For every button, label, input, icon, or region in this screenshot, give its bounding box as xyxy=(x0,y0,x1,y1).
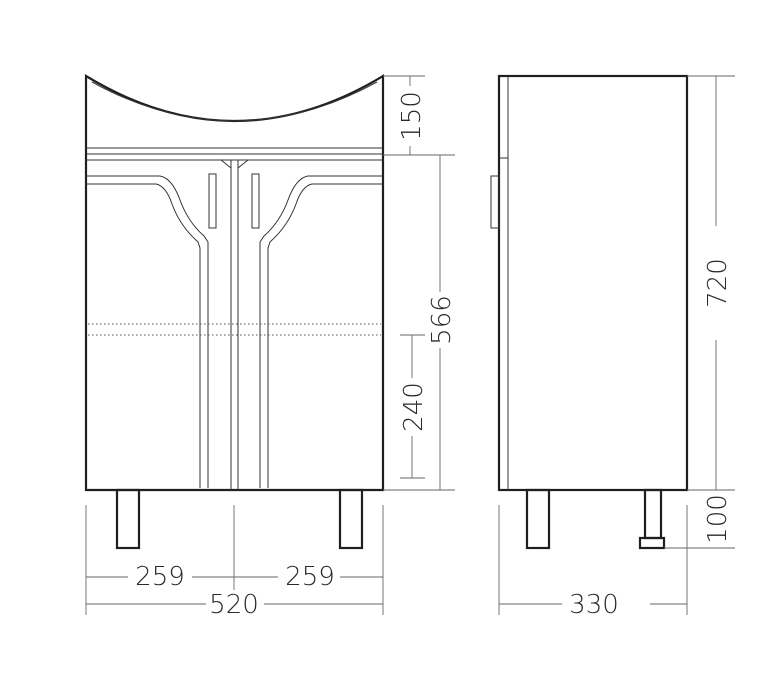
left-door-handle xyxy=(208,173,217,229)
total-width-label: 520 xyxy=(209,590,259,620)
left-door-profile xyxy=(86,175,209,488)
leg-height-label: 100 xyxy=(703,494,733,544)
sink-basin-curve xyxy=(91,81,378,122)
side-back-leg xyxy=(643,488,663,540)
front-view: 259 259 520 150 566 240 xyxy=(84,74,457,620)
right-half-width-label: 259 xyxy=(285,562,335,592)
sink-height-label: 150 xyxy=(397,91,427,141)
side-back-leg-foot xyxy=(638,536,666,550)
depth-label: 330 xyxy=(569,590,619,620)
side-view: 330 720 100 xyxy=(490,74,735,620)
right-leg xyxy=(338,488,364,550)
right-door-handle xyxy=(251,173,260,229)
shelf-height-label: 240 xyxy=(399,382,429,432)
side-body-outline xyxy=(497,74,689,492)
left-leg xyxy=(115,488,141,550)
body-height-label: 720 xyxy=(703,258,733,308)
side-handle-profile xyxy=(490,175,500,229)
side-front-leg xyxy=(525,488,551,550)
front-body-outline xyxy=(84,74,385,492)
right-door-profile xyxy=(259,175,383,488)
left-half-width-label: 259 xyxy=(135,562,185,592)
door-height-label: 566 xyxy=(427,295,457,345)
center-divider-top xyxy=(220,159,249,169)
